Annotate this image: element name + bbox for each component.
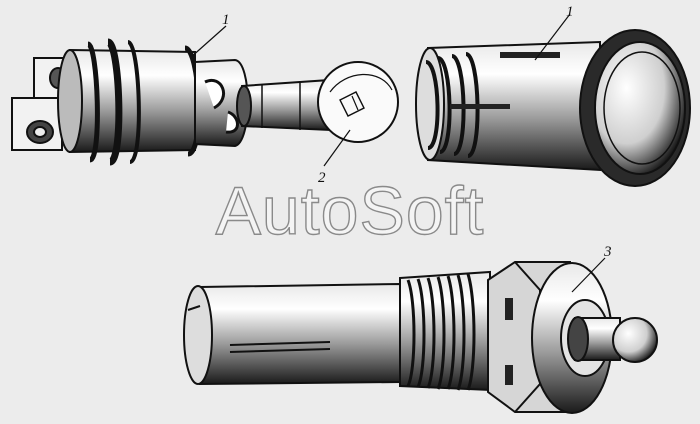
callout-2: 2 <box>318 129 351 186</box>
callout-label-2: 2 <box>318 170 326 186</box>
callout-3: 3 <box>571 244 612 293</box>
callout-label-3: 3 <box>603 244 612 260</box>
light-bulb <box>236 61 399 143</box>
callout-label-1b: 1 <box>566 4 574 20</box>
lens-housing <box>415 29 691 187</box>
callout-label-1a: 1 <box>222 12 230 28</box>
callout-1a: 1 <box>189 12 230 59</box>
bulb-socket <box>11 38 249 166</box>
switch-assembly <box>183 261 658 414</box>
callout-1b: 1 <box>534 4 574 61</box>
